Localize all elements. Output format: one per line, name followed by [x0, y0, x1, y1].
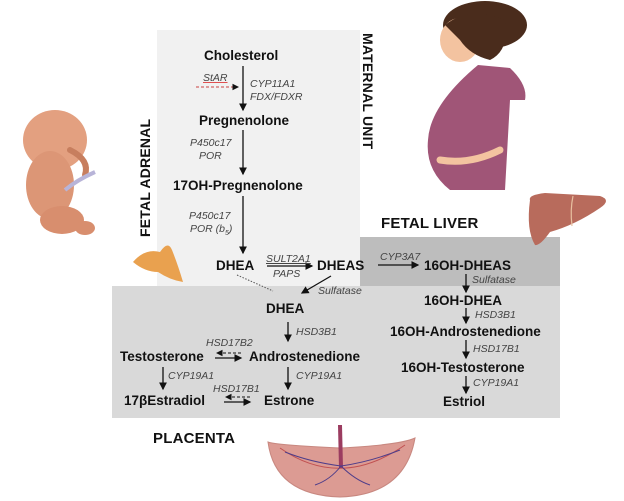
estriol: Estriol	[443, 394, 486, 409]
fetal-liver-label: FETAL LIVER	[381, 215, 479, 232]
sulfatase-placenta: Sulfatase	[318, 285, 362, 297]
hsd3b1-liver: HSD3B1	[475, 309, 516, 321]
16oh-testosterone: 16OH-Testosterone	[401, 360, 525, 375]
androstenedione: Androstenedione	[249, 349, 361, 364]
star-enzyme: StAR	[203, 72, 228, 84]
hsd3b1-placenta: HSD3B1	[296, 326, 337, 338]
liver-illustration	[528, 193, 606, 246]
estrone: Estrone	[264, 393, 315, 408]
fdx-enzyme: FDX/FDXR	[250, 91, 303, 103]
cyp19a1-liver: CYP19A1	[473, 377, 520, 389]
dheas: DHEAS	[317, 258, 365, 273]
hsd17b1-placenta: HSD17B1	[213, 383, 260, 395]
hsd17b2-enzyme: HSD17B2	[206, 337, 253, 349]
b5-subscript: 5	[225, 230, 229, 238]
p450c17-enzyme-2: P450c17	[189, 210, 231, 222]
16oh-androstenedione: 16OH-Androstenedione	[390, 324, 541, 339]
placenta-region	[112, 286, 560, 418]
cyp19a1-placenta-left: CYP19A1	[168, 370, 215, 382]
placenta-label: PLACENTA	[153, 430, 236, 447]
hsd17b1-liver: HSD17B1	[473, 343, 520, 355]
por-b5-close: )	[228, 223, 233, 235]
placenta-illustration	[267, 424, 416, 498]
adrenal-gland-illustration	[133, 245, 183, 282]
testosterone: Testosterone	[120, 349, 204, 364]
por-b5-enzyme: POR (b5)	[190, 223, 232, 240]
cholesterol: Cholesterol	[204, 48, 279, 63]
fetal-adrenal-label: FETAL ADRENAL	[137, 118, 153, 237]
fetal-liver-region	[360, 237, 560, 286]
16oh-dhea: 16OH-DHEA	[424, 293, 503, 308]
17b-estradiol: 17βEstradiol	[124, 393, 206, 408]
maternal-unit-label: MATERNAL UNIT	[360, 33, 376, 150]
por-b5-text: POR (b	[190, 223, 226, 235]
fetus-illustration	[23, 110, 96, 235]
pregnenolone: Pregnenolone	[199, 113, 290, 128]
cyp19a1-placenta-right: CYP19A1	[296, 370, 343, 382]
dotted-dhea-link	[236, 274, 274, 292]
cyp3a7-enzyme: CYP3A7	[380, 251, 421, 263]
16oh-dheas: 16OH-DHEAS	[424, 258, 512, 273]
sult2a1-enzyme: SULT2A1	[266, 253, 311, 265]
pregnant-woman-illustration	[427, 1, 527, 190]
dhea-placenta: DHEA	[266, 301, 305, 316]
17oh-pregnenolone: 17OH-Pregnenolone	[173, 178, 303, 193]
p450c17-enzyme-1: P450c17	[190, 137, 232, 149]
fetal-adrenal-region	[157, 30, 360, 286]
sulfatase-liver: Sulfatase	[472, 274, 516, 286]
cyp11a1-enzyme: CYP11A1	[250, 78, 296, 90]
arrow-dheas-placenta-dhea	[300, 275, 332, 294]
paps-cofactor: PAPS	[273, 268, 301, 280]
por-enzyme-1: POR	[199, 150, 222, 162]
dhea-adrenal: DHEA	[216, 258, 255, 273]
